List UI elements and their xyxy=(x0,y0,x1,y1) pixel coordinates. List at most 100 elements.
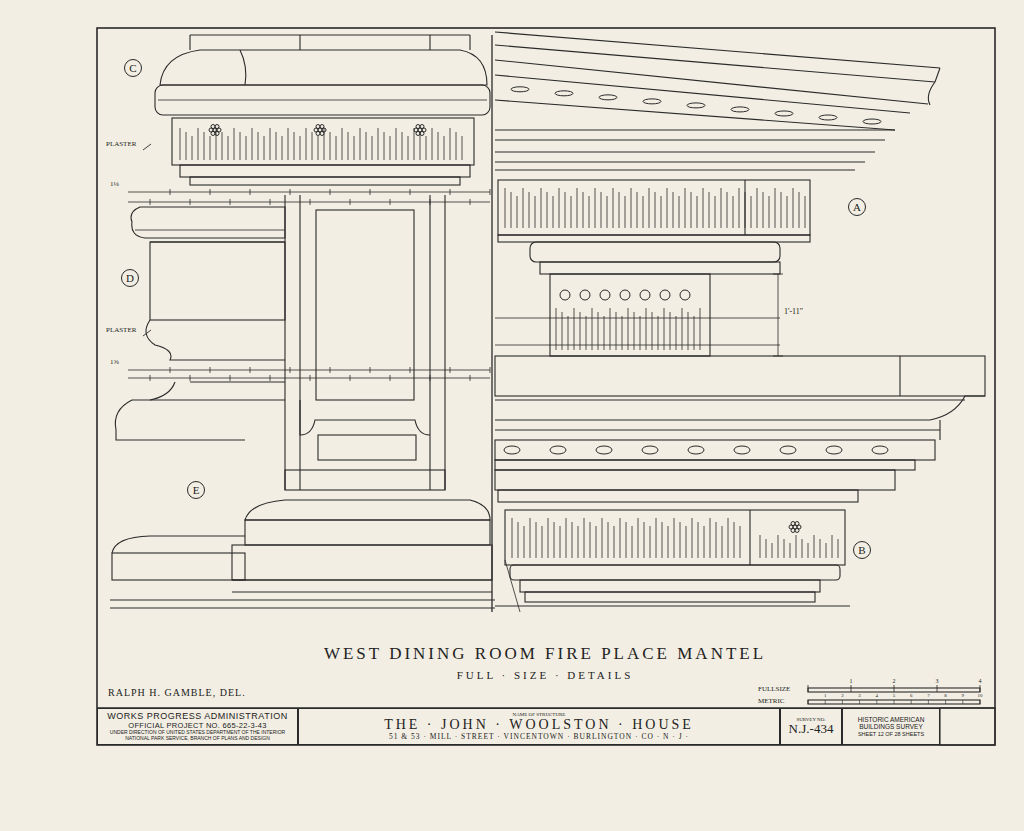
flute-line xyxy=(517,196,518,228)
dimension-line xyxy=(128,378,490,379)
dimension: 1⅛ xyxy=(110,181,119,188)
flute-line xyxy=(826,543,827,558)
flute-line xyxy=(529,192,530,228)
rosette-petal xyxy=(320,131,324,135)
pilaster-panel xyxy=(316,210,414,400)
molding-ornament xyxy=(863,119,881,124)
flute-line xyxy=(766,539,767,558)
bead-ornament xyxy=(580,290,590,300)
molding-band xyxy=(498,490,858,502)
flute-line xyxy=(775,188,776,228)
title-block-text: 51 & 53 · MILL · STREET · VINCENTOWN · B… xyxy=(389,733,689,741)
flute-line xyxy=(820,539,821,558)
frieze-fillet xyxy=(498,235,810,242)
scale-bar xyxy=(808,700,980,704)
flute-line xyxy=(246,136,247,160)
flute-line xyxy=(535,196,536,228)
flute-line xyxy=(679,196,680,228)
flute-line xyxy=(574,308,575,350)
capital-block xyxy=(550,274,710,356)
dimension-tick xyxy=(470,375,471,381)
base-torus xyxy=(245,500,490,520)
scale-number: 8 xyxy=(944,693,947,698)
flute-line xyxy=(390,136,391,160)
title-block-text: SHEET 12 OF 28 SHEETS xyxy=(858,731,924,737)
dimension-tick xyxy=(330,189,331,195)
scale-tick xyxy=(894,685,895,692)
capital-band xyxy=(530,242,780,262)
flute-line xyxy=(589,196,590,228)
line-work xyxy=(189,35,190,50)
molding-ornament xyxy=(775,111,793,116)
flute-line xyxy=(610,308,611,350)
molding-ornament xyxy=(731,107,749,112)
title-block-text: WORKS PROGRESS ADMINISTRATION xyxy=(107,712,287,722)
flute-line xyxy=(805,196,806,228)
dimension-tick xyxy=(170,367,171,373)
flute-line xyxy=(186,132,187,160)
scale-number: 10 xyxy=(978,693,983,698)
flute-line xyxy=(644,522,645,558)
bead-ornament xyxy=(600,290,610,300)
flute-line xyxy=(560,526,561,558)
flute-line xyxy=(553,196,554,228)
bead-ornament xyxy=(680,290,690,300)
flute-line xyxy=(838,539,839,558)
dimension-tick xyxy=(270,375,271,381)
bead-ornament xyxy=(560,290,570,300)
flute-line xyxy=(402,132,403,160)
molding-ornament xyxy=(511,87,529,92)
dimension-tick xyxy=(310,375,311,381)
flute-line xyxy=(796,535,797,558)
dimension-tick xyxy=(370,189,371,195)
scale-tick xyxy=(980,685,981,692)
flute-line xyxy=(751,196,752,228)
flute-line xyxy=(210,136,211,160)
detail-callout: B xyxy=(853,541,871,559)
flute-line xyxy=(240,132,241,160)
egg-dart-band xyxy=(495,440,935,460)
flute-line xyxy=(646,308,647,350)
flute-line xyxy=(541,188,542,228)
dimension-tick xyxy=(150,199,151,205)
flute-line xyxy=(276,132,277,160)
flute-line xyxy=(270,128,271,160)
torus-molding xyxy=(131,207,285,238)
flute-line xyxy=(631,188,632,228)
title-block-cell: NAME OF STRUCTURETHE · JOHN · WOOLSTON ·… xyxy=(298,708,780,745)
flute-line xyxy=(808,543,809,558)
crown-molding xyxy=(928,68,940,105)
molding-band xyxy=(520,580,820,592)
section-hatch xyxy=(505,560,520,612)
flute-line xyxy=(300,136,301,160)
line-work xyxy=(495,399,965,400)
sheet-border xyxy=(97,28,995,745)
flute-line xyxy=(450,128,451,160)
scale-tick xyxy=(962,700,963,704)
scale-label: FULLSIZE xyxy=(758,686,790,693)
dimension-tick xyxy=(470,199,471,205)
flute-line xyxy=(649,188,650,228)
dimension-tick xyxy=(190,375,191,381)
flute-line xyxy=(372,136,373,160)
dimension-tick xyxy=(390,375,391,381)
pilaster-edge xyxy=(429,195,430,490)
flute-line xyxy=(264,136,265,160)
flute-line xyxy=(565,192,566,228)
title-block-cell: HISTORIC AMERICAN BUILDINGS SURVEYSHEET … xyxy=(842,708,940,745)
flute-line xyxy=(566,518,567,558)
pediment-line xyxy=(495,60,928,104)
flute-line xyxy=(727,192,728,228)
line-work xyxy=(429,35,430,50)
callout-letter: E xyxy=(193,484,200,496)
flute-line xyxy=(366,132,367,160)
rosette-petal xyxy=(320,125,324,129)
line-work xyxy=(495,429,940,430)
flute-line xyxy=(592,308,593,350)
flute-line xyxy=(700,308,701,350)
flute-line xyxy=(596,526,597,558)
dimension-tick xyxy=(390,199,391,205)
base-molding xyxy=(112,536,245,553)
flute-line xyxy=(781,192,782,228)
